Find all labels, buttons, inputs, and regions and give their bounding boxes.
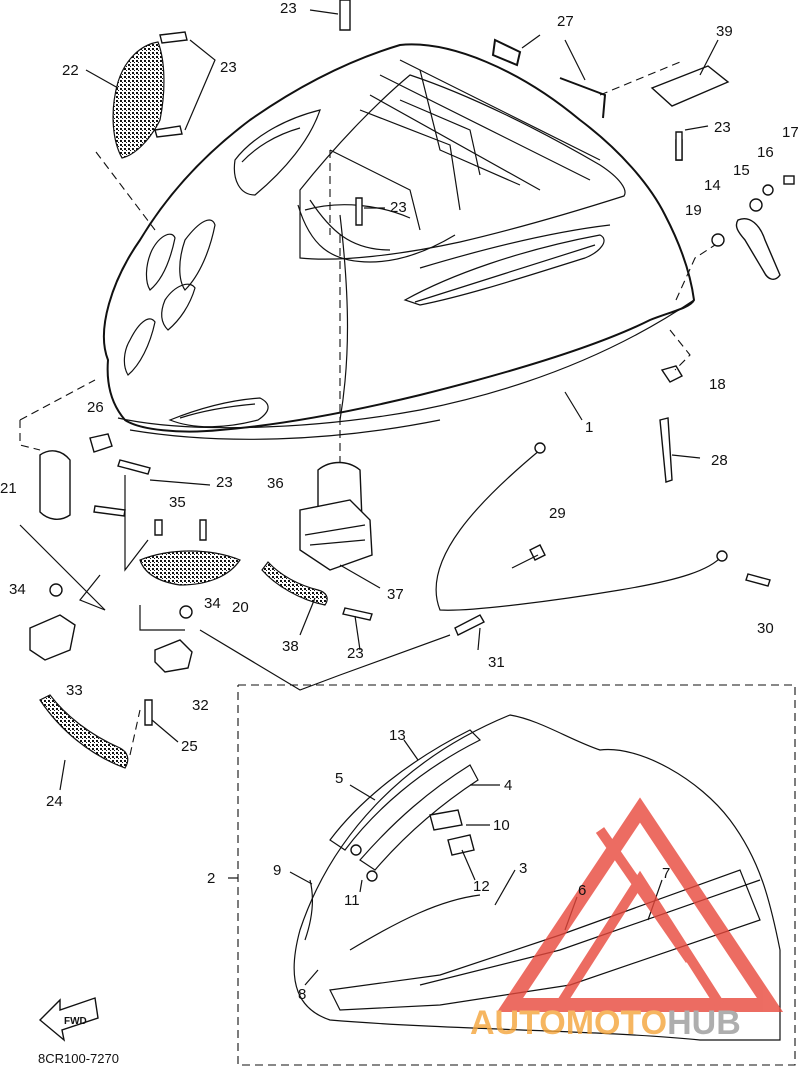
callout-30: 30 xyxy=(757,620,774,637)
callout-6: 6 xyxy=(578,882,586,899)
fwd-arrow: FWD xyxy=(38,997,99,1042)
watermark-auto: AUTO xyxy=(470,1004,566,1042)
callout-7: 7 xyxy=(662,865,670,882)
part-28-tie xyxy=(659,417,701,483)
watermark-logo: AUTOMOTOHUB xyxy=(470,797,784,1042)
callout-23-center: 23 xyxy=(390,199,407,216)
callout-23-lower: 23 xyxy=(216,474,233,491)
callout-3: 3 xyxy=(519,860,527,877)
callout-18: 18 xyxy=(709,376,726,393)
callout-20: 20 xyxy=(232,599,249,616)
fasteners-23 xyxy=(154,0,709,226)
callout-23-right: 23 xyxy=(714,119,731,136)
callout-21: 21 xyxy=(0,480,17,497)
left-hardware xyxy=(19,379,241,791)
callout-25: 25 xyxy=(181,738,198,755)
svg-text:AUTOMOTOHUB: AUTOMOTOHUB xyxy=(470,1004,741,1042)
watermark-moto: MOTO xyxy=(566,1004,667,1042)
callout-38: 38 xyxy=(282,638,299,655)
callout-35: 35 xyxy=(169,494,186,511)
part-22-grille xyxy=(85,41,165,231)
callout-14: 14 xyxy=(704,177,721,194)
callout-36: 36 xyxy=(267,475,284,492)
callout-11: 11 xyxy=(344,892,360,909)
callout-23-left: 23 xyxy=(220,59,237,76)
part-39-plate xyxy=(650,39,730,107)
callout-9: 9 xyxy=(273,862,281,879)
right-hardware xyxy=(660,139,795,383)
hood-assembly xyxy=(103,43,696,470)
callout-15: 15 xyxy=(733,162,750,179)
cable-assembly xyxy=(199,442,771,691)
callout-12: 12 xyxy=(473,878,490,895)
callout-23-top: 23 xyxy=(280,0,297,17)
center-lower-parts xyxy=(261,461,381,651)
callout-24: 24 xyxy=(46,793,63,810)
callout-17: 17 xyxy=(782,124,799,141)
callout-23-bottom: 23 xyxy=(347,645,364,662)
callout-29: 29 xyxy=(549,505,566,522)
diagram-code: 8CR100-7270 xyxy=(38,1051,119,1066)
callout-31: 31 xyxy=(488,654,505,671)
callout-16: 16 xyxy=(757,144,774,161)
callout-19: 19 xyxy=(685,202,702,219)
callout-37: 37 xyxy=(387,586,404,603)
callout-26: 26 xyxy=(87,399,104,416)
callouts: 1 2 3 4 5 6 7 8 9 10 11 12 13 14 15 16 1… xyxy=(0,0,799,1003)
callout-8: 8 xyxy=(298,986,306,1003)
callout-34-center: 34 xyxy=(204,595,221,612)
callout-39: 39 xyxy=(716,23,733,40)
callout-32: 32 xyxy=(192,697,209,714)
callout-22: 22 xyxy=(62,62,79,79)
callout-1: 1 xyxy=(585,419,593,436)
watermark-hub: HUB xyxy=(667,1004,741,1042)
callout-2: 2 xyxy=(207,870,215,887)
part-27-handles xyxy=(491,34,681,119)
callout-33: 33 xyxy=(66,682,83,699)
callout-28: 28 xyxy=(711,452,728,469)
callout-5: 5 xyxy=(335,770,343,787)
callout-34-left: 34 xyxy=(9,581,26,598)
callout-4: 4 xyxy=(504,777,512,794)
callout-10: 10 xyxy=(493,817,510,834)
callout-13: 13 xyxy=(389,727,406,744)
fwd-label: FWD xyxy=(64,1016,87,1027)
callout-27: 27 xyxy=(557,13,574,30)
